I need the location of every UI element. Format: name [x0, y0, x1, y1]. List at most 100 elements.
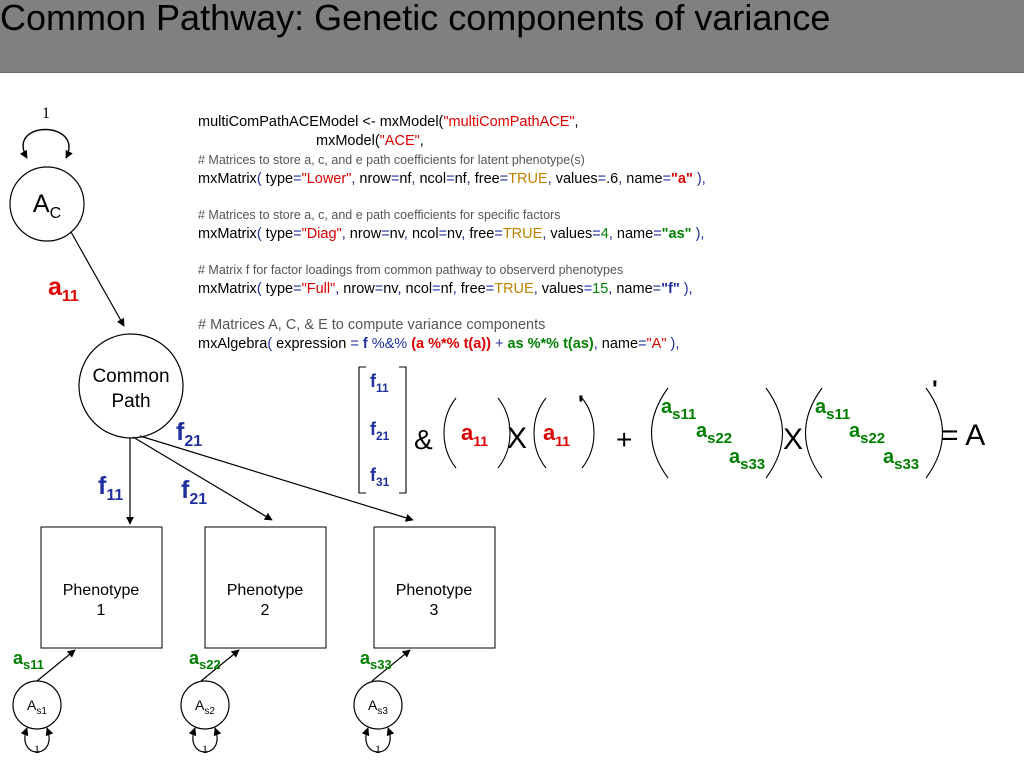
code-token: = [662, 171, 672, 187]
path-label-as22: as22 [189, 648, 221, 672]
code-token: ), [692, 171, 706, 187]
paren-left-a1 [443, 397, 457, 469]
matrix-as-right-1: as11 [815, 396, 850, 423]
code-token: values [550, 226, 593, 242]
code-token: expression [276, 336, 347, 352]
matrix-a-left: a11 [461, 420, 488, 449]
path-label-as33: as33 [360, 648, 392, 672]
self-loop-as3 [361, 727, 395, 753]
code-token: = [381, 226, 390, 242]
code-token: , [341, 226, 350, 242]
code-token: , [461, 226, 470, 242]
path-arrow-f31 [139, 435, 414, 522]
phenotype-2-label-2: 2 [261, 602, 270, 619]
operator-times-1: X [507, 422, 527, 455]
code-token: mxMatrix [198, 226, 257, 242]
code-token: , [542, 226, 551, 242]
phenotype-box-1 [40, 526, 163, 649]
code-string: "multiComPathACE" [443, 114, 575, 130]
paren-left-as1 [651, 387, 669, 479]
code-token: = [499, 171, 509, 187]
code-token: = [597, 171, 607, 187]
paren-right-as2 [925, 387, 943, 479]
code-token: ), [666, 336, 680, 352]
code-token: f [362, 336, 368, 352]
code-token: , [547, 171, 556, 187]
code-token: as %*% t(as) [507, 336, 594, 352]
f-vector-entry-2: f21 [370, 419, 390, 443]
code-token: = [293, 281, 302, 297]
code-token: , [452, 281, 461, 297]
path-arrow-as33 [371, 649, 411, 682]
paren-right-as1 [765, 387, 783, 479]
self-loop-as1-label: 1 [34, 742, 40, 756]
path-label-f21-lower: f21 [181, 476, 207, 508]
code-token: = [494, 226, 503, 242]
bracket-right-f [399, 366, 407, 494]
paren-left-a2 [533, 397, 547, 469]
code-token: type [265, 281, 294, 297]
code-comment: # Matrix f for factor loadings from comm… [198, 263, 624, 277]
code-string: "A" [646, 336, 667, 352]
transpose-mark-2: ' [932, 376, 938, 403]
code-token: , [608, 226, 617, 242]
code-token: = [293, 226, 302, 242]
phenotype-box-2 [204, 526, 327, 649]
code-token: , [397, 281, 406, 297]
matrix-as-left-1: as11 [661, 396, 696, 423]
f-vector-entry-3: f31 [370, 465, 390, 489]
path-arrow-a11 [70, 231, 125, 327]
phenotype-2-label-1: Phenotype [227, 582, 304, 599]
paren-left-as2 [805, 387, 823, 479]
code-string: "ACE" [379, 133, 420, 149]
code-token: = [653, 226, 662, 242]
code-token: nv [447, 226, 462, 242]
operator-times-2: X [783, 423, 803, 456]
common-path-label-1: Common [92, 366, 169, 387]
path-arrow-f21 [132, 436, 273, 521]
code-token: nf [454, 171, 467, 187]
code-token: ), [679, 281, 693, 297]
code-token: = [592, 226, 601, 242]
self-loop-as2-label: 1 [202, 742, 208, 756]
code-line-submodel: mxModel("ACE", [198, 132, 838, 151]
phenotype-3-label-2: 3 [430, 602, 439, 619]
code-token: mxMatrix [198, 281, 257, 297]
code-token: , [574, 114, 579, 130]
code-line-matrix-f: mxMatrix( type="Full", nrow=nv, ncol=nf,… [198, 280, 838, 299]
code-string: "a" [671, 171, 693, 187]
matrix-as-left-2: as22 [696, 420, 732, 447]
self-loop-as3-label: 1 [375, 742, 381, 756]
code-string: "Full" [301, 281, 336, 297]
code-token: ncol [411, 226, 439, 242]
code-token: mxAlgebra [198, 336, 268, 352]
code-token: multiComPathACEModel <- mxModel( [198, 114, 444, 130]
code-token: = [446, 171, 455, 187]
code-token: , [618, 171, 627, 187]
operator-plus: + [616, 424, 632, 455]
matrix-a-right: a11 [543, 420, 570, 449]
self-loop-ac-label: 1 [42, 105, 50, 122]
code-token: nf [399, 171, 412, 187]
bracket-left-f [358, 366, 366, 494]
code-token: nv [389, 226, 404, 242]
specific-factor-node-3 [353, 680, 403, 730]
code-string: "f" [661, 281, 680, 297]
code-token: , [335, 281, 344, 297]
code-token: = [346, 336, 363, 352]
code-token: nrow [359, 171, 391, 187]
paren-right-a2 [581, 397, 595, 469]
code-token: , [411, 171, 420, 187]
code-token: TRUE [502, 226, 543, 242]
code-token: = [390, 171, 400, 187]
code-token: values [541, 281, 584, 297]
transpose-mark-1: ' [578, 391, 584, 418]
code-token: mxModel( [316, 133, 380, 149]
code-token: ncol [405, 281, 433, 297]
code-token: name [626, 171, 663, 187]
operator-ampersand: & [414, 424, 433, 455]
self-loop-ac [19, 128, 73, 159]
matrix-as-right-2: as22 [849, 420, 885, 447]
code-token: ncol [419, 171, 447, 187]
